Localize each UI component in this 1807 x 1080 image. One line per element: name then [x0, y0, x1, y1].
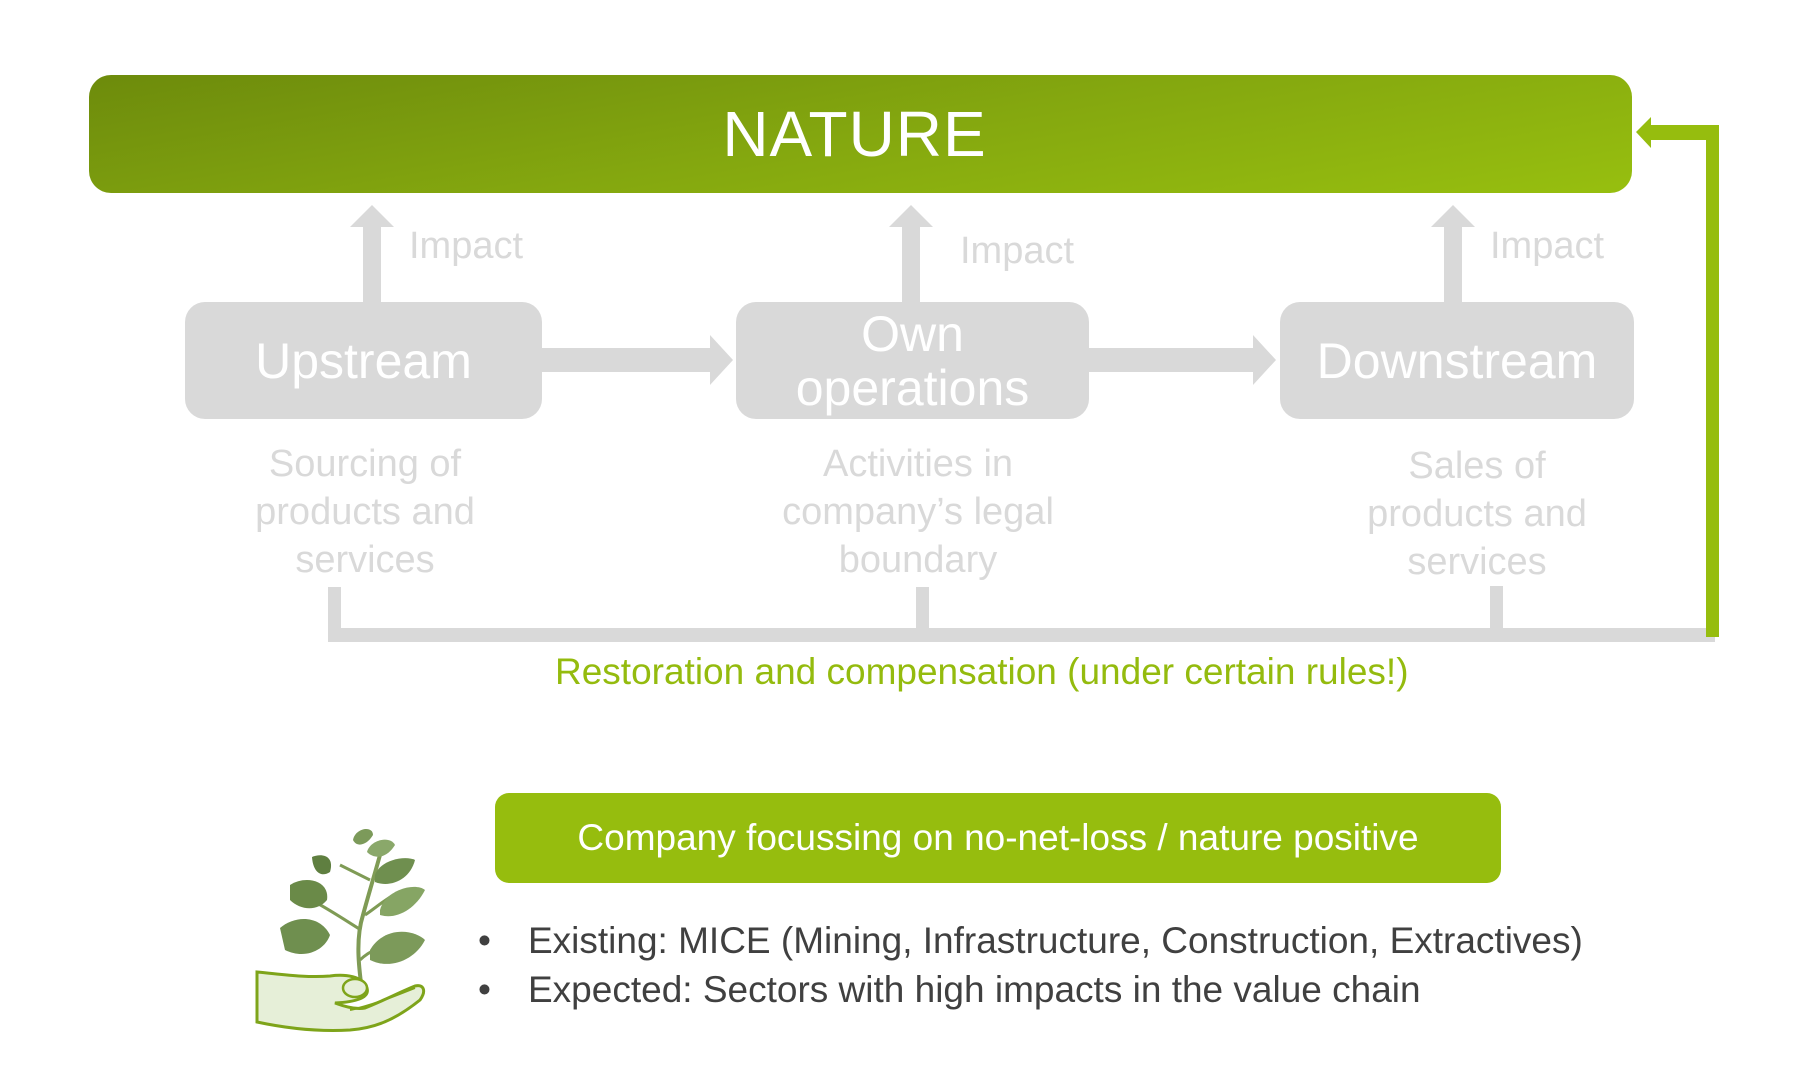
bullet-text: Existing: MICE (Mining, Infrastructure, … [528, 920, 1583, 961]
desc-line: company’s legal [782, 491, 1054, 533]
impact-label-downstream: Impact [1490, 225, 1605, 267]
desc-line: services [1407, 541, 1547, 583]
stage-box-downstream: Downstream [1280, 302, 1634, 419]
bullet-icon: • [478, 969, 491, 1010]
impact-arrow-downstream [1431, 205, 1475, 302]
desc-line: Activities in [822, 443, 1014, 485]
list-item: • Existing: MICE (Mining, Infrastructure… [470, 916, 1583, 965]
return-arrow-head [1636, 117, 1719, 148]
desc-line: boundary [838, 539, 998, 581]
focus-title: Company focussing on no-net-loss / natur… [577, 817, 1419, 858]
stage-label-own-line1: Own [861, 305, 964, 362]
plant-in-hand-icon [255, 828, 426, 1033]
stage-box-upstream: Upstream [185, 302, 542, 419]
focus-bullet-list: • Existing: MICE (Mining, Infrastructure… [470, 916, 1583, 1014]
impact-label-upstream: Impact [409, 225, 524, 267]
stage-label-upstream: Upstream [255, 332, 472, 389]
desc-line: Sales of [1408, 445, 1546, 487]
stage-description-upstream: Sourcing of products and services [185, 440, 545, 584]
stage-label-own-line2: operations [795, 359, 1030, 416]
impact-label-own-operations: Impact [960, 230, 1075, 272]
bullet-icon: • [478, 920, 491, 961]
focus-banner: Company focussing on no-net-loss / natur… [495, 793, 1501, 883]
nature-title: NATURE [722, 98, 987, 170]
impact-arrow-upstream [350, 205, 394, 302]
stage-box-own-operations: Own operations [736, 302, 1089, 419]
stage-description-own-operations: Activities in company’s legal boundary [738, 440, 1098, 584]
return-line-vertical [1706, 125, 1719, 637]
desc-line: Sourcing of [268, 443, 462, 485]
list-item: • Expected: Sectors with high impacts in… [470, 965, 1583, 1014]
bullet-text: Expected: Sectors with high impacts in t… [528, 969, 1421, 1010]
flow-arrow-own-to-downstream [1084, 335, 1276, 385]
stage-label-downstream: Downstream [1316, 332, 1598, 389]
flow-arrow-upstream-to-own [541, 335, 733, 385]
desc-line: products and [1367, 493, 1587, 535]
impact-arrow-own-operations [889, 205, 933, 302]
bracket-baseline [328, 628, 1715, 642]
desc-line: services [295, 539, 435, 581]
nature-banner: NATURE [89, 75, 1632, 193]
desc-line: products and [255, 491, 475, 533]
restoration-label: Restoration and compensation (under cert… [555, 651, 1409, 692]
stage-description-downstream: Sales of products and services [1297, 442, 1657, 586]
